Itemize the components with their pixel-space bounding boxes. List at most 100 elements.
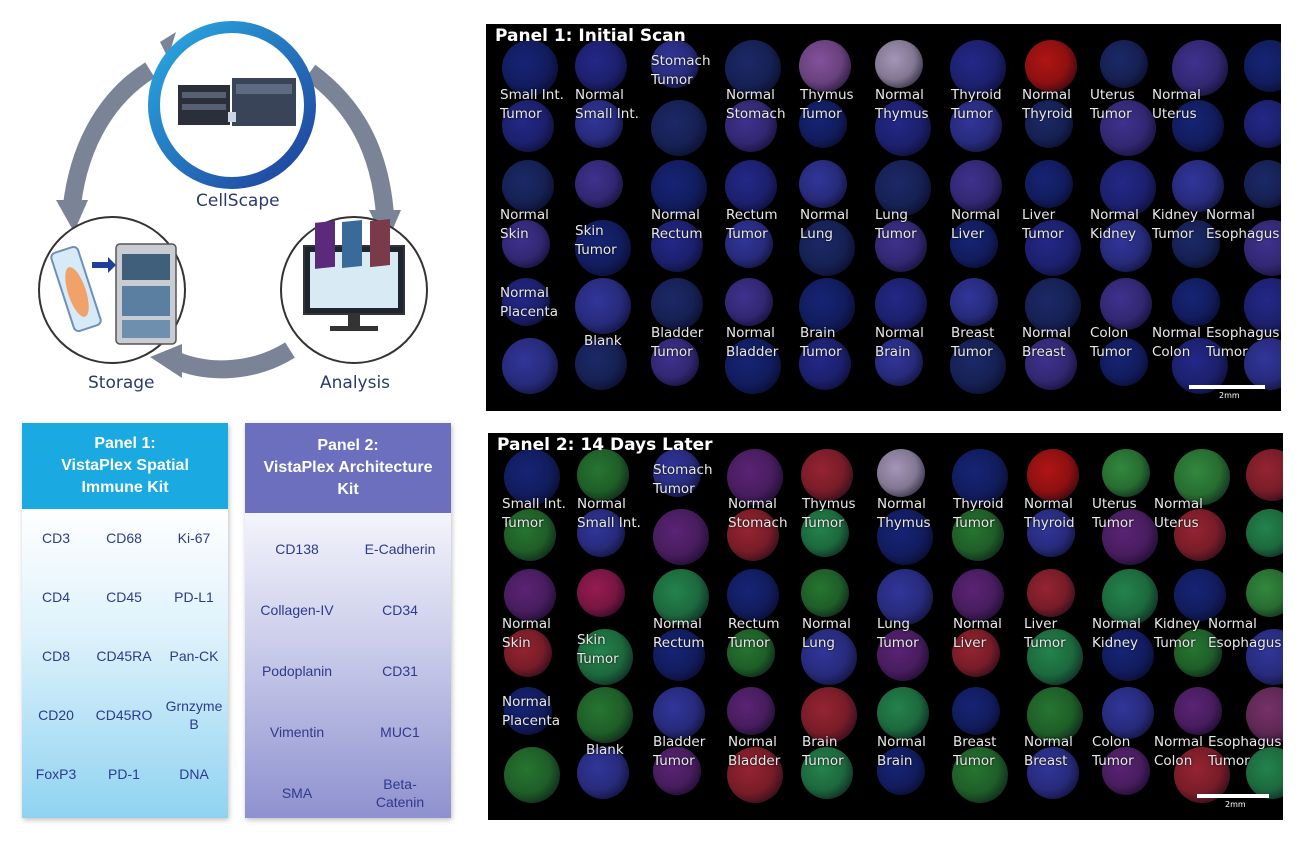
tissue-label: Normal Colon: [1154, 734, 1203, 769]
tissue-label: Skin Tumor: [577, 632, 619, 667]
panel1-kit-marker: PD-1: [108, 766, 140, 782]
panel1-kit-marker: DNA: [179, 766, 209, 782]
tissue-core: [651, 338, 699, 386]
scan1-title: Panel 1: Initial Scan: [495, 26, 686, 46]
tissue-core: [950, 40, 1006, 96]
tissue-label: Colon Tumor: [1092, 734, 1134, 769]
tissue-core: [1100, 278, 1152, 330]
tissue-core: [727, 569, 779, 621]
tissue-core: [875, 220, 927, 272]
tissue-label: Normal Thymus: [877, 496, 931, 531]
tissue-core: [875, 100, 931, 156]
panel1-kit-title-line: VistaPlex Spatial: [61, 457, 189, 474]
analysis-monitor-icon: [303, 219, 405, 331]
tissue-core: [1246, 687, 1283, 743]
tissue-label: Normal Esophagus: [1208, 616, 1282, 651]
tissue-core: [875, 278, 927, 330]
tissue-label: Bladder Tumor: [653, 734, 706, 769]
tissue-label: Normal Rectum: [653, 616, 705, 651]
tissue-core: [725, 40, 781, 96]
tissue-core: [502, 220, 550, 268]
tissue-label: Normal Kidney: [1092, 616, 1141, 651]
tissue-core: [1102, 509, 1158, 565]
tissue-core: [950, 220, 998, 268]
panel1-kit-header: Panel 1: VistaPlex Spatial Immune Kit: [22, 423, 228, 509]
tissue-core: [577, 449, 629, 501]
tissue-core: [1172, 160, 1224, 212]
tissue-core: [1174, 747, 1230, 803]
tissue-core: [653, 449, 701, 497]
tissue-label: Brain Tumor: [802, 734, 844, 769]
tissue-core: [1174, 569, 1226, 621]
cellscape-label: CellScape: [196, 191, 280, 211]
tissue-core: [1172, 338, 1228, 394]
tissue-label: Esophagus Tumor: [1208, 734, 1282, 769]
tissue-core: [877, 629, 929, 681]
tissue-label: Normal Thymus: [875, 87, 929, 122]
tissue-core: [1027, 629, 1083, 685]
tissue-core: [952, 509, 1004, 561]
tissue-core: [952, 629, 1000, 677]
tissue-core: [727, 509, 779, 561]
tissue-core: [653, 687, 705, 739]
tissue-core: [1102, 687, 1154, 739]
tissue-core: [577, 509, 625, 557]
tissue-core: [1244, 160, 1281, 208]
panel2-kit-marker: E-Cadherin: [364, 541, 436, 557]
panel1-kit-title-line: Immune Kit: [81, 479, 169, 496]
tissue-label: Thyroid Tumor: [951, 87, 1002, 122]
tissue-core: [799, 220, 855, 276]
tissue-core: [799, 100, 847, 148]
tissue-core: [651, 100, 707, 156]
panel1-kit-marker: CD68: [106, 530, 142, 546]
storage-cabinet-icon: [115, 243, 177, 345]
panel2-kit-title-line: Kit: [337, 481, 359, 498]
tissue-core: [952, 449, 1008, 505]
tissue-core: [651, 220, 703, 272]
tissue-core: [1027, 747, 1079, 799]
tissue-label: Normal Uterus: [1154, 496, 1203, 531]
tissue-core: [1025, 100, 1073, 148]
tissue-core: [504, 569, 556, 621]
panel2-kit-marker: CD138: [275, 541, 319, 557]
tissue-core: [727, 449, 783, 505]
tissue-core: [1244, 40, 1281, 92]
tissue-label: Normal Lung: [802, 616, 851, 651]
tissue-label: Breast Tumor: [953, 734, 997, 769]
tissue-label: Blank: [584, 333, 622, 349]
tissue-core: [1244, 278, 1281, 334]
panel1-kit-marker: PD-L1: [174, 589, 214, 605]
tissue-core: [875, 40, 923, 88]
scan1-scale-bar: [1189, 385, 1265, 389]
tissue-core: [875, 338, 923, 386]
tissue-core: [801, 629, 857, 685]
tissue-core: [801, 449, 853, 501]
tissue-label: Thyroid Tumor: [953, 496, 1004, 531]
tissue-label: Normal Thyroid: [1024, 496, 1075, 531]
tissue-core: [504, 509, 556, 561]
tissue-core: [577, 569, 625, 617]
tissue-label: Normal Placenta: [500, 285, 559, 320]
tissue-core: [1246, 747, 1283, 799]
tissue-core: [1100, 160, 1156, 216]
panel1-kit-title-line: Panel 1:: [94, 435, 156, 452]
tissue-core: [504, 687, 552, 735]
tissue-core: [799, 40, 851, 92]
tissue-core: [1172, 220, 1220, 268]
tissue-label: Skin Tumor: [575, 223, 617, 258]
slide-icon: [50, 245, 102, 333]
panel2-kit-header: Panel 2: VistaPlex Architecture Kit: [245, 423, 451, 513]
tissue-core: [653, 569, 709, 625]
tissue-core: [727, 687, 775, 735]
tissue-label: Bladder Tumor: [651, 325, 704, 360]
tissue-label: Normal Placenta: [502, 694, 561, 729]
tissue-core: [577, 687, 633, 743]
tissue-core: [1172, 278, 1220, 326]
tissue-core: [1246, 509, 1283, 557]
tissue-label: Normal Small Int.: [575, 87, 639, 122]
tissue-core: [1174, 629, 1222, 677]
tissue-core: [651, 160, 707, 216]
